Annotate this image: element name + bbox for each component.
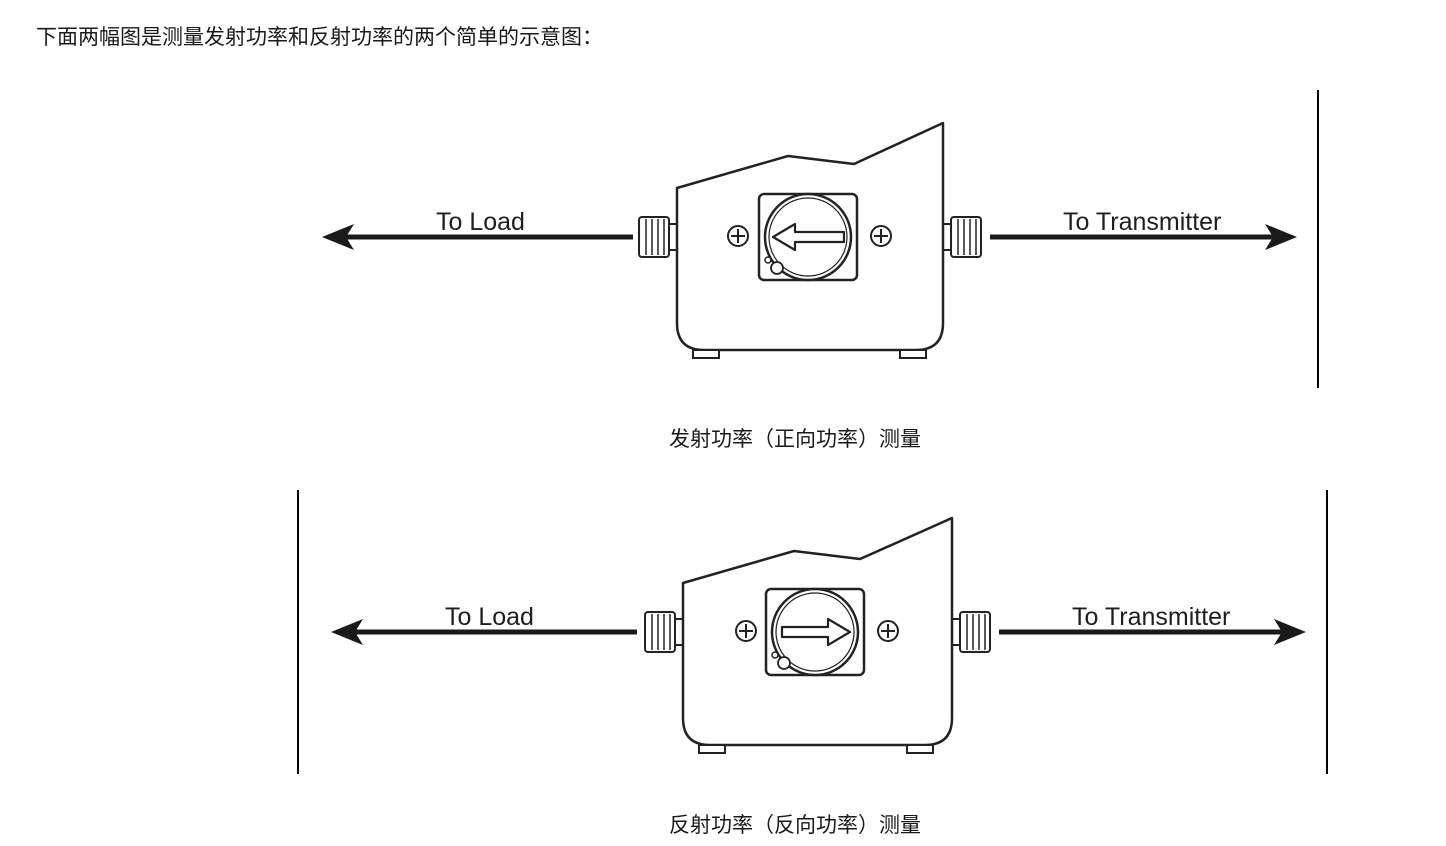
dial-pin-icon: [777, 656, 791, 670]
dial-pin-icon: [770, 261, 784, 275]
forward-power-diagram: To Load To Transmitter: [322, 121, 1297, 359]
left-connector: [644, 611, 684, 653]
left-connector: [638, 216, 678, 258]
vertical-rule-1: [1317, 90, 1319, 388]
meter-foot-right: [899, 349, 927, 359]
to-transmitter-label: To Transmitter: [1063, 208, 1221, 236]
screw-left-icon: [727, 225, 749, 247]
meter-foot-right: [906, 744, 934, 754]
vertical-rule-2-right: [1326, 490, 1328, 774]
to-transmitter-arrowhead: [1274, 619, 1306, 645]
right-connector: [951, 611, 991, 653]
vertical-rule-2-left: [297, 490, 299, 774]
screw-left-icon: [735, 620, 757, 642]
forward-power-figure: To Load To Transmitter: [318, 118, 1298, 368]
right-connector: [942, 216, 982, 258]
figure-1-caption: 发射功率（正向功率）测量: [669, 427, 921, 451]
meter-foot-left: [692, 349, 720, 359]
figure-2-caption: 反射功率（反向功率）测量: [669, 813, 921, 837]
screw-right-icon: [870, 225, 892, 247]
to-load-arrowhead: [322, 224, 354, 250]
reflected-power-figure: To Load To Transmitter: [327, 513, 1307, 763]
arrow-left-icon: [771, 222, 846, 252]
reflected-power-diagram: To Load To Transmitter: [331, 516, 1306, 754]
to-load-label: To Load: [436, 208, 525, 236]
arrow-right-icon: [780, 617, 852, 647]
to-transmitter-label: To Transmitter: [1072, 603, 1230, 631]
screw-right-icon: [877, 620, 899, 642]
intro-text: 下面两幅图是测量发射功率和反射功率的两个简单的示意图：: [36, 25, 603, 49]
to-transmitter-arrowhead: [1265, 224, 1297, 250]
to-load-label: To Load: [445, 603, 534, 631]
to-load-arrowhead: [331, 619, 363, 645]
meter-foot-left: [698, 744, 726, 754]
